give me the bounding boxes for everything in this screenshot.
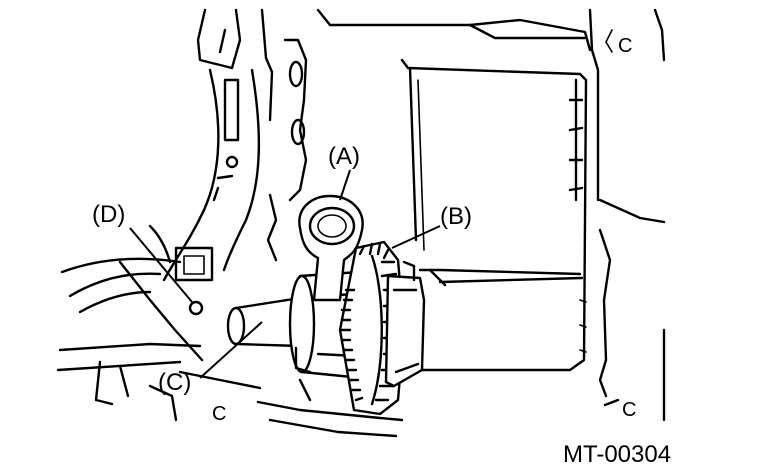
corner-letter-c: C (618, 35, 632, 57)
transmission-case: C C (56, 8, 666, 438)
callout-c: (C) (158, 321, 263, 396)
callout-d-label: (D) (92, 201, 125, 228)
corner-letter-c: C (622, 399, 636, 421)
tool-a (298, 194, 364, 302)
callout-a: (A) (328, 143, 360, 201)
bearing (384, 260, 426, 388)
callout-a-label: (A) (328, 143, 360, 170)
callout-d-leader (129, 227, 193, 303)
corner-letter-c: C (212, 403, 226, 425)
figure-code: MT-00304 (563, 441, 671, 468)
callout-c-leader (199, 321, 263, 379)
callout-a-leader (339, 169, 351, 201)
callout-b-leader (391, 225, 441, 249)
callout-d: (D) (92, 201, 204, 316)
callout-b: (B) (391, 203, 472, 249)
callout-b-label: (B) (440, 203, 472, 230)
callout-c-label: (C) (158, 369, 191, 396)
callout-d-plug (188, 300, 204, 316)
